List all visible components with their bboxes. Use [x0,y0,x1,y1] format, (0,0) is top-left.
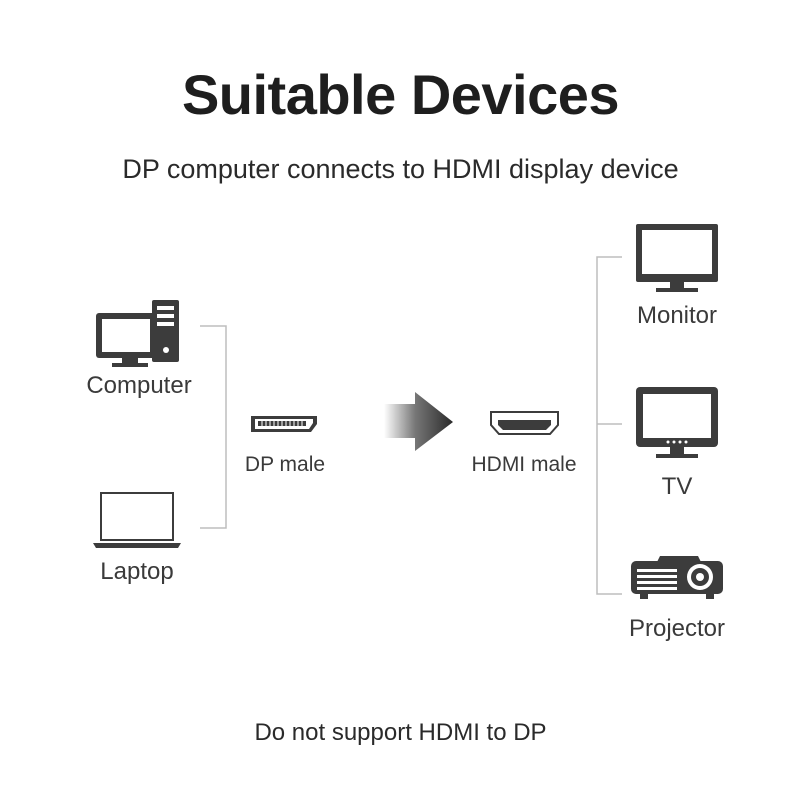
tv-icon [636,387,718,458]
source-label-computer: Computer [86,372,192,399]
displayport-connector-icon [251,416,317,432]
source-label-laptop: Laptop [100,558,174,585]
arrow-right-icon [384,392,453,451]
display-label-tv: TV [661,473,693,500]
page-subtitle: DP computer connects to HDMI display dev… [122,154,679,184]
display-label-monitor: Monitor [636,302,718,329]
hdmi-connector-icon [490,411,559,435]
desktop-computer-icon [96,300,179,367]
display-bracket [596,256,622,595]
laptop-icon [93,492,181,548]
display-label-projector: Projector [628,615,726,642]
projector-icon [631,556,723,599]
footer-note: Do not support HDMI to DP [254,719,547,746]
dp-male-label: DP male [244,453,326,476]
source-bracket [200,325,227,529]
page-title: Suitable Devices [181,63,620,126]
monitor-icon [636,224,718,292]
hdmi-male-label: HDMI male [471,453,577,476]
